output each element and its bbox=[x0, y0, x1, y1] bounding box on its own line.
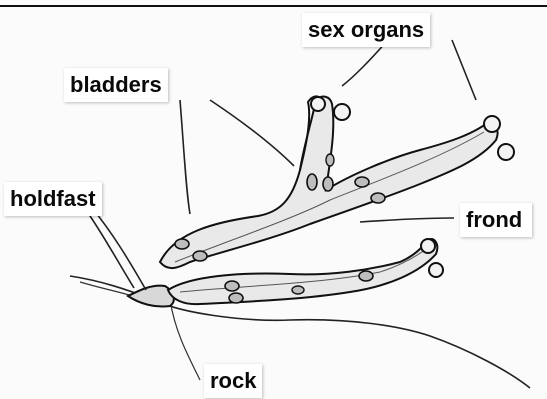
label-holdfast: holdfast bbox=[4, 182, 102, 216]
bladder bbox=[193, 251, 207, 261]
leader-holdfast-2 bbox=[92, 208, 146, 290]
bladder bbox=[359, 271, 373, 281]
sex-organ bbox=[484, 116, 500, 132]
bladder bbox=[175, 239, 189, 249]
label-bladders: bladders bbox=[64, 68, 168, 102]
leader-bladders-2 bbox=[210, 100, 294, 166]
sex-organ bbox=[429, 263, 443, 277]
sex-organ bbox=[498, 144, 514, 160]
holdfast-base bbox=[128, 286, 174, 307]
label-rock: rock bbox=[204, 364, 262, 398]
bladder bbox=[292, 286, 304, 294]
label-frond: frond bbox=[460, 203, 532, 237]
bladder bbox=[323, 177, 333, 191]
bladder bbox=[307, 174, 317, 190]
leader-frond bbox=[360, 218, 454, 222]
bladder bbox=[326, 154, 334, 166]
sex-organ bbox=[421, 239, 435, 253]
leader-holdfast-1 bbox=[86, 210, 134, 288]
bladder bbox=[371, 193, 385, 203]
bladder bbox=[355, 177, 369, 187]
bladder bbox=[225, 281, 239, 291]
sex-organ bbox=[334, 104, 350, 120]
leader-sex-organs-2 bbox=[452, 40, 476, 100]
label-sex-organs: sex organs bbox=[302, 13, 430, 47]
bladder bbox=[229, 293, 243, 303]
leader-bladders-1 bbox=[180, 100, 190, 214]
sex-organ bbox=[311, 97, 325, 111]
